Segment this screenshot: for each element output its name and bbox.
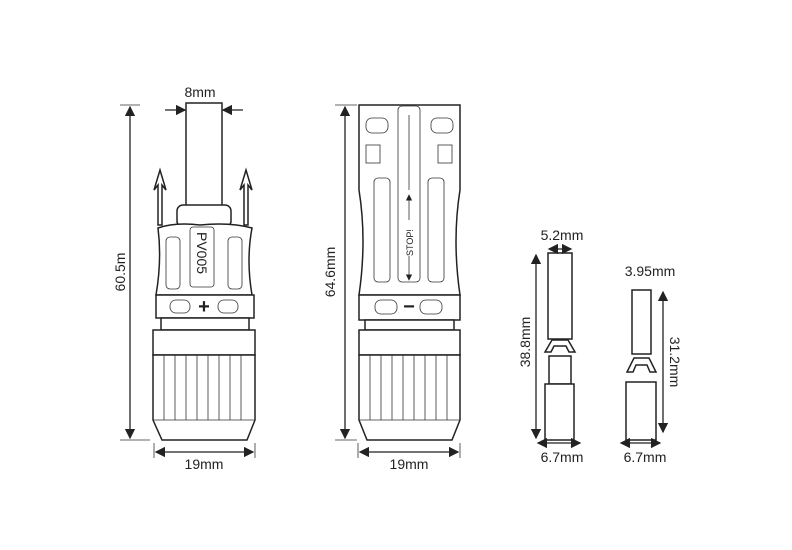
neck [364,319,455,331]
latch-arm-left [153,167,167,226]
window [430,117,454,134]
pin-collar [543,339,577,353]
socket-tip [631,289,652,355]
cable [185,102,223,209]
window [365,117,389,134]
body-groove [227,236,243,290]
slot [217,299,239,314]
window [365,144,381,164]
left-connector-male: PV005 + 60.5m 8mm 19mm [112,84,256,472]
slot [419,299,443,315]
length-label: 38.8mm [517,317,533,368]
height-label: 64.6mm [322,247,338,298]
length-label: 31.2mm [667,337,683,388]
nut-band [358,329,461,356]
cap-nut [152,354,256,441]
groove [427,177,445,283]
slot [169,299,191,314]
neck [160,317,250,331]
pin-male: 5.2mm 38.8mm 6.7mm [517,227,583,465]
cable-width-label: 8mm [184,84,215,100]
width-label: 19mm [390,456,429,472]
height-label: 60.5m [112,253,128,292]
body-groove [165,236,181,290]
base-width-label: 6.7mm [541,449,584,465]
crimp-barrel [544,383,575,441]
minus-sign: − [403,296,415,318]
crimp-barrel [625,381,657,441]
window [437,144,453,164]
tip-width-label: 5.2mm [541,227,584,243]
right-connector-female: STOP! − 64.6mm 19mm [322,104,461,472]
slot [374,299,398,315]
tip-width-label: 3.95mm [625,263,676,279]
pin-tip [547,252,573,340]
width-label: 19mm [185,456,224,472]
socket-collar [625,357,658,373]
nut-band [152,329,256,356]
plus-sign: + [198,296,210,318]
latch-arm-right [239,167,253,226]
nut-ribs [153,355,255,421]
center-channel [397,105,421,283]
label-panel [189,226,215,288]
base-width-label: 6.7mm [624,449,667,465]
pin-female: 3.95mm 31.2mm 6.7mm [619,263,683,465]
groove [373,177,391,283]
cap-nut [358,354,461,441]
nut-ribs [359,355,460,421]
stop-text: STOP! [405,229,415,256]
pin-shank [548,355,572,385]
model-text: PV005 [194,232,210,274]
